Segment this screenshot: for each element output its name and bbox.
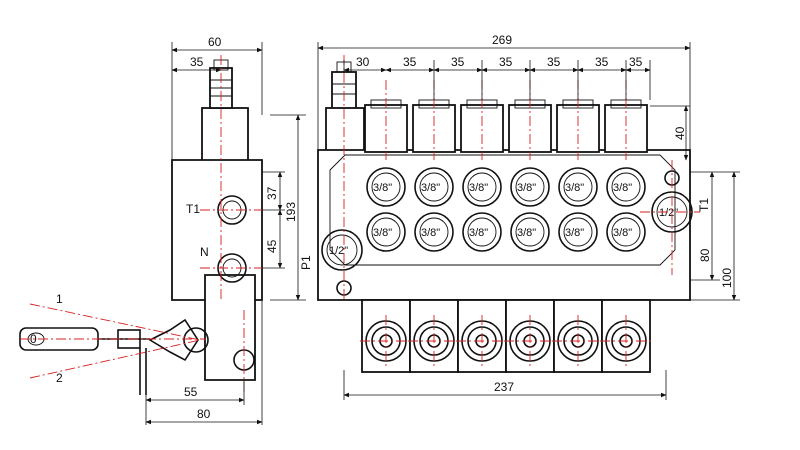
dim-right-port: 80	[698, 248, 712, 262]
section-1-port-b	[366, 212, 406, 252]
dim-port-n: 45	[265, 239, 279, 253]
section-3-port-a	[462, 167, 502, 207]
section-port-label: 3/8"	[517, 182, 536, 194]
section-5-port-a	[558, 167, 598, 207]
section-1-port-a	[366, 167, 406, 207]
label-t1-side: T1	[186, 202, 200, 216]
label-lever-2: 2	[56, 371, 63, 385]
section-5-port-b	[558, 212, 598, 252]
section-port-label: 3/8"	[565, 227, 584, 239]
dim-section-pitch: 35	[595, 55, 609, 69]
dim-front-width: 269	[492, 33, 512, 47]
section-4-port-a	[510, 167, 550, 207]
side-view: T1 N 1 0 2 60 35 193 37 45 55 80	[19, 35, 306, 425]
label-t1-front: T1	[697, 198, 711, 212]
section-port-label: 3/8"	[613, 182, 632, 194]
section-port-label: 3/8"	[421, 182, 440, 194]
dim-cap-height: 40	[673, 126, 687, 140]
dim-section-pitch: 35	[451, 55, 465, 69]
section-4-port-b	[510, 212, 550, 252]
section-3-port-b	[462, 212, 502, 252]
dim-section-pitch: 35	[547, 55, 561, 69]
section-port-label: 3/8"	[373, 182, 392, 194]
port-inlet-label: 1/2"	[329, 245, 348, 257]
label-lever-0: 0	[30, 332, 37, 346]
side-cap	[201, 107, 249, 165]
section-2-port-b	[414, 212, 454, 252]
section-6-port-a	[606, 167, 646, 207]
dim-first-section: 30	[356, 55, 370, 69]
label-n: N	[200, 245, 209, 259]
section-port-label: 3/8"	[469, 182, 488, 194]
section-2-port-a	[414, 167, 454, 207]
port-inlet-p1	[321, 229, 363, 271]
section-port-label: 3/8"	[565, 182, 584, 194]
section-port-label: 3/8"	[517, 227, 536, 239]
section-6-port-b	[606, 212, 646, 252]
section-port-label: 3/8"	[613, 227, 632, 239]
section-port-label: 3/8"	[373, 227, 392, 239]
side-lower-body	[204, 274, 256, 381]
dim-port-t1: 37	[265, 186, 279, 200]
label-p1: P1	[299, 255, 313, 270]
dim-section-pitch: 35	[629, 55, 643, 69]
dim-section-pitch: 35	[499, 55, 513, 69]
dim-overall-height: 100	[720, 268, 734, 288]
dim-side-width: 60	[208, 35, 222, 49]
dim-side-top: 35	[190, 55, 204, 69]
front-view: 3/8" 3/8" 3/8" 3/8" 3/8" 3/8" 3/8" 3/8" 3/8" 3/8"…	[299, 33, 740, 400]
dim-front-bottom: 237	[494, 380, 514, 394]
dim-side-bottom: 80	[197, 407, 211, 421]
lever-boot	[148, 318, 199, 362]
label-lever-1: 1	[56, 292, 63, 306]
dim-side-height: 193	[284, 202, 298, 222]
section-port-label: 3/8"	[469, 227, 488, 239]
dim-lever-offset: 55	[184, 385, 198, 399]
dim-section-pitch: 35	[403, 55, 417, 69]
section-port-label: 3/8"	[421, 227, 440, 239]
port-outlet-label: 1/2"	[659, 207, 678, 219]
